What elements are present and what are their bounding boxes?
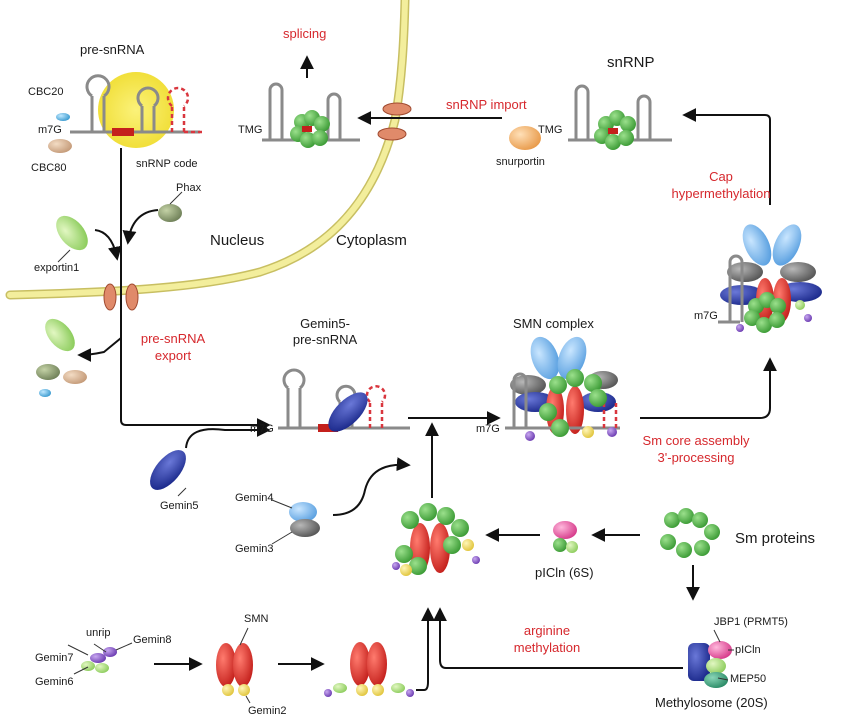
nuclear-pore-import-2 [377, 127, 407, 141]
m7g-label-nuclear: m7G [38, 124, 62, 136]
picln-6s-complex [553, 521, 578, 553]
arginine-methylation-label: arginine methylation [513, 623, 581, 655]
exportin1-protein [56, 215, 88, 251]
gemin3-gemin4-dimer [289, 502, 320, 537]
pre-snrna-export-label: pre-snRNA export [140, 331, 206, 363]
cbc80-protein [48, 139, 72, 153]
tmg-label-cytoplasm: TMG [538, 124, 563, 136]
unrip-label: unrip [86, 627, 111, 639]
cytoplasm-label: Cytoplasm [336, 232, 407, 249]
nuclear-pore-import-1 [382, 102, 412, 116]
exportin1-label: exportin1 [34, 262, 80, 274]
cap-hypermethylation-label: Cap hypermethylation [671, 169, 771, 201]
picln-label: pICln [735, 644, 761, 656]
nucleus-label: Nucleus [210, 232, 265, 249]
gemin6-label: Gemin6 [35, 676, 74, 688]
methylosome-label: Methylosome (20S) [655, 695, 768, 710]
sm-core-assembly-label: Sm core assembly 3'-processing [642, 433, 750, 465]
mep50-label: MEP50 [730, 673, 767, 685]
sm-proteins-free [660, 508, 720, 558]
smn-complex-assembly [505, 336, 620, 441]
gemin7-label: Gemin7 [35, 652, 74, 664]
gemin4-label: Gemin4 [235, 492, 274, 504]
cbc80-label: CBC80 [31, 162, 67, 174]
snrnp-code-sm-site [112, 128, 134, 136]
gemin5-pre-snrna-title: Gemin5- pre-snRNA [292, 316, 358, 347]
pre-snrna-title: pre-snRNA [80, 42, 145, 57]
splicing-label: splicing [283, 26, 327, 41]
pre-snrna-nuclear [48, 72, 202, 153]
cbc20-label: CBC20 [28, 86, 64, 98]
smn-dimer [216, 643, 253, 696]
smn-sm-intermediate [392, 503, 480, 576]
snrnp-code-label: snRNP code [136, 158, 198, 170]
smn-label: SMN [244, 613, 269, 625]
nuclear-envelope [5, 0, 412, 311]
snurportin-label: snurportin [496, 156, 545, 168]
smn-complex-title: SMN complex [513, 316, 594, 331]
pathway-arrows [77, 55, 777, 691]
sm-proteins-label: Sm proteins [735, 530, 816, 547]
leader-lines [57, 191, 734, 704]
gemin5-label: Gemin5 [160, 500, 199, 512]
phax-label: Phax [176, 182, 202, 194]
smn-gemin-complex [324, 642, 414, 697]
snrnp-nuclear [262, 82, 360, 148]
gemin3-label: Gemin3 [235, 543, 274, 555]
released-export-factors [36, 318, 87, 397]
gemin2-label: Gemin2 [248, 705, 287, 717]
cbc20-protein [56, 113, 70, 121]
nuclear-pore-export-2 [125, 283, 139, 311]
gemin6-7-8-unrip [81, 647, 117, 673]
snrnp-import-label: snRNP import [446, 97, 527, 112]
snrnp-title: snRNP [607, 54, 655, 71]
smn-snrnp-complex-cytoplasm [718, 224, 822, 333]
m7g-label-gemin5: m7G [250, 423, 274, 435]
gemin5-protein [150, 450, 186, 490]
jbp1-label: JBP1 (PRMT5) [714, 616, 788, 628]
gemin5-pre-snrna-complex [278, 368, 410, 432]
methylosome-complex [688, 641, 732, 688]
tmg-label-nuclear: TMG [238, 124, 263, 136]
nuclear-pore-export-1 [103, 283, 117, 311]
phax-protein [158, 204, 182, 222]
m7g-label-top-right: m7G [694, 310, 718, 322]
snurportin-protein [509, 126, 541, 150]
sm-ring-nuclear [290, 110, 330, 148]
snrnp-cytoplasmic [509, 84, 672, 150]
gemin8-label: Gemin8 [133, 634, 172, 646]
m7g-label-smn: m7G [476, 423, 500, 435]
picln-6s-label: pICln (6S) [535, 565, 594, 580]
